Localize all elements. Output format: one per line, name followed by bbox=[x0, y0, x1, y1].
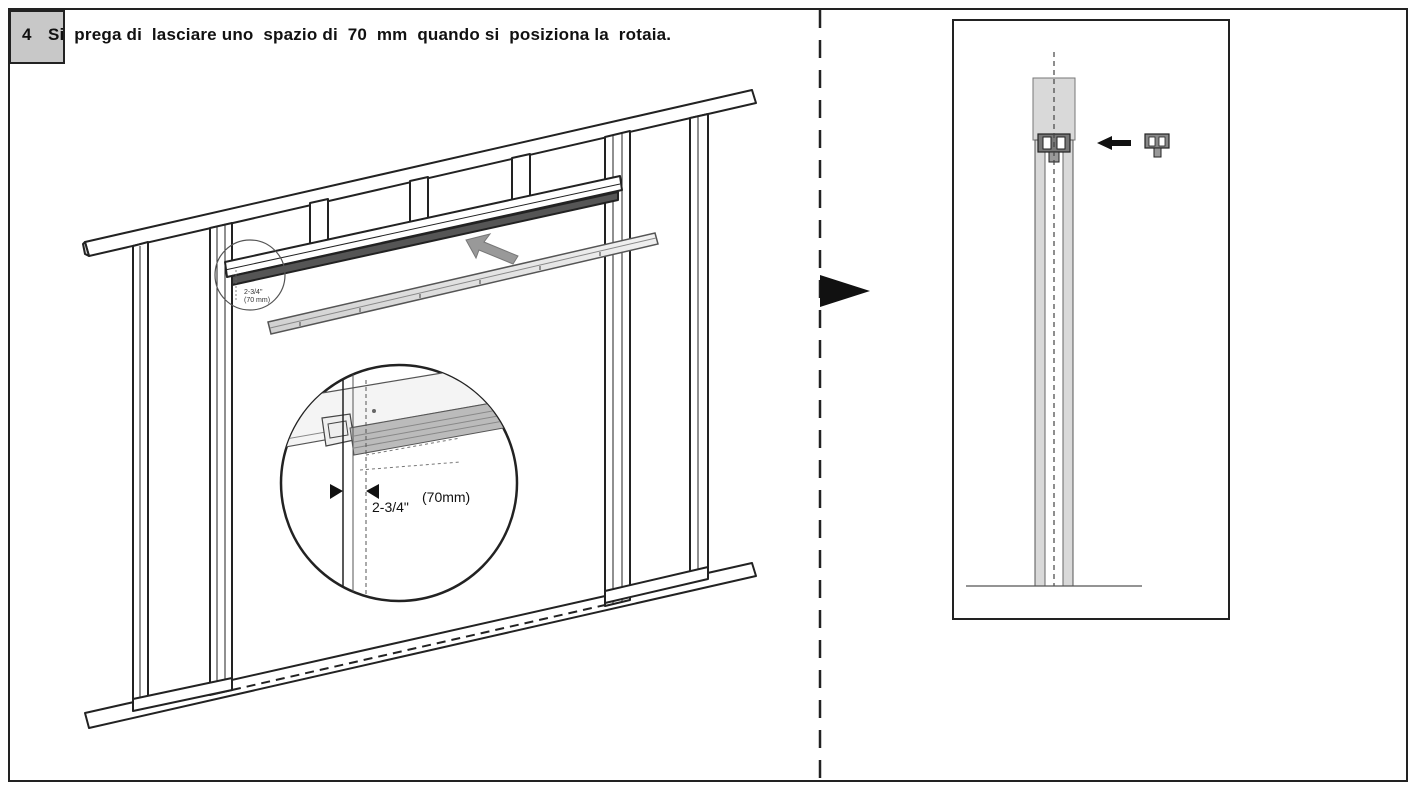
dimension-metric: (70mm) bbox=[422, 489, 470, 505]
loose-rail bbox=[267, 232, 659, 335]
floor-dashed-line bbox=[231, 604, 606, 691]
small-callout: 2-3/4" (70 mm) bbox=[214, 239, 286, 311]
diagram-frame bbox=[8, 8, 1408, 782]
step-number-box bbox=[9, 10, 65, 64]
step-instruction: Si prega di lasciare uno spazio di 70 mm… bbox=[48, 25, 672, 44]
dimension-arrow-right bbox=[366, 484, 379, 499]
left-arrow-icon bbox=[1097, 136, 1131, 150]
installed-track bbox=[231, 191, 619, 286]
right-stud-outer bbox=[689, 113, 709, 580]
dimension-arrow-left bbox=[330, 484, 343, 499]
diagonal-arrow-icon bbox=[465, 233, 519, 265]
right-triangle-pointer-icon bbox=[820, 275, 870, 307]
small-callout-line2: (70 mm) bbox=[244, 297, 270, 304]
roller-hanger-icon bbox=[1144, 133, 1170, 158]
step-number: 4 bbox=[22, 25, 32, 44]
side-view-panel bbox=[952, 19, 1230, 620]
zoom-detail: 2-3/4" (70mm) bbox=[279, 363, 519, 603]
wall-frame bbox=[82, 89, 757, 729]
dimension-imperial: 2-3/4" bbox=[372, 499, 409, 515]
bottom-plate bbox=[84, 562, 757, 729]
small-callout-line1: 2-3/4" bbox=[244, 289, 263, 296]
